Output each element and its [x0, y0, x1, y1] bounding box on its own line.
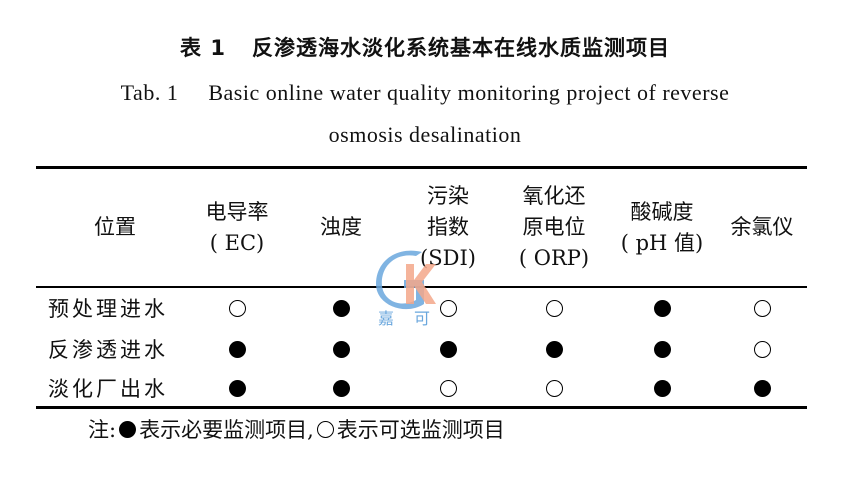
column-header: 位置 [60, 169, 170, 286]
column-header: 余氯仪 [717, 169, 807, 286]
column-header: 电导率 ( EC) [182, 169, 292, 286]
table-cell [642, 288, 682, 328]
column-header-line: ( EC) [209, 230, 265, 255]
filled-circle-icon [653, 340, 671, 358]
table-cell [321, 368, 361, 408]
table-cell [321, 329, 361, 369]
table-cell [642, 368, 682, 408]
table-cell [217, 368, 257, 408]
empty-circle-icon [439, 299, 457, 317]
table-caption-en-line2: osmosis desalination [328, 122, 522, 147]
table-cell [742, 288, 782, 328]
filled-circle-icon [545, 340, 563, 358]
table-cell [534, 329, 574, 369]
filled-circle-icon [332, 340, 350, 358]
table-title-en-line1: Basic online water quality monitoring pr… [208, 80, 730, 105]
filled-circle-icon [228, 340, 246, 358]
column-header-line: 原电位 [522, 215, 586, 239]
filled-circle-icon [228, 379, 246, 397]
filled-circle-icon [653, 299, 671, 317]
filled-circle-icon [753, 379, 771, 397]
column-header-line: 电导率 [205, 199, 269, 224]
table-number-cn: 表 1 [180, 36, 226, 60]
column-header-line: ( ORP) [518, 246, 590, 270]
filled-circle-icon [332, 299, 350, 317]
row-label: 反渗透进水 [48, 338, 168, 362]
column-header: 氧化还原电位 ( ORP) [499, 169, 609, 286]
filled-circle-icon [119, 420, 137, 438]
table-top-rule [36, 166, 807, 169]
column-header-line: 位置 [94, 215, 136, 239]
column-header-line: (SDI) [420, 246, 476, 270]
column-header-line: 氧化还 [522, 184, 586, 208]
table-title-cn: 反渗透海水淡化系统基本在线水质监测项目 [251, 36, 670, 60]
table-caption-en: Tab. 1 Basic online water quality monitor… [0, 80, 850, 106]
table-cell [428, 368, 468, 408]
table-cell [428, 329, 468, 369]
note-optional-text: 表示可选监测项目 [336, 418, 505, 442]
column-header-line: 污染 [427, 184, 469, 208]
table-cell [742, 368, 782, 408]
empty-circle-icon [545, 379, 563, 397]
note-prefix: 注: [88, 418, 117, 442]
watermark-text: 嘉 [378, 309, 394, 326]
table-cell [534, 288, 574, 328]
empty-circle-icon [545, 299, 563, 317]
table-cell [217, 329, 257, 369]
note-required-text: 表示必要监测项目, [139, 418, 314, 442]
table-cell [742, 329, 782, 369]
table-cell [217, 288, 257, 328]
column-header: 浊度 [296, 169, 386, 286]
row-label: 预处理进水 [48, 297, 168, 321]
table-cell [321, 288, 361, 328]
column-header-line: 浊度 [320, 215, 362, 239]
empty-circle-icon [316, 420, 334, 438]
filled-circle-icon [332, 379, 350, 397]
column-header: 污染指数 (SDI) [398, 169, 498, 286]
empty-circle-icon [753, 299, 771, 317]
table-bottom-rule [36, 406, 807, 409]
column-header: 酸碱度 ( pH 值) [602, 169, 722, 286]
table-cell [534, 368, 574, 408]
table-footnote: 注: 表示必要监测项目, 表示可选监测项目 [88, 414, 505, 444]
filled-circle-icon [653, 379, 671, 397]
column-header-line: 指数 [427, 215, 469, 239]
table-caption-cn: 表 1 反渗透海水淡化系统基本在线水质监测项目 [0, 32, 850, 62]
column-header-line: 酸碱度 [630, 199, 694, 224]
empty-circle-icon [753, 340, 771, 358]
empty-circle-icon [228, 299, 246, 317]
filled-circle-icon [439, 340, 457, 358]
table-cell [428, 288, 468, 328]
row-label: 淡化厂出水 [48, 377, 168, 401]
column-header-line: ( pH 值) [620, 230, 704, 255]
column-header-line: 余氯仪 [730, 215, 794, 239]
table-number-en: Tab. 1 [120, 80, 179, 105]
table-cell [642, 329, 682, 369]
empty-circle-icon [439, 379, 457, 397]
